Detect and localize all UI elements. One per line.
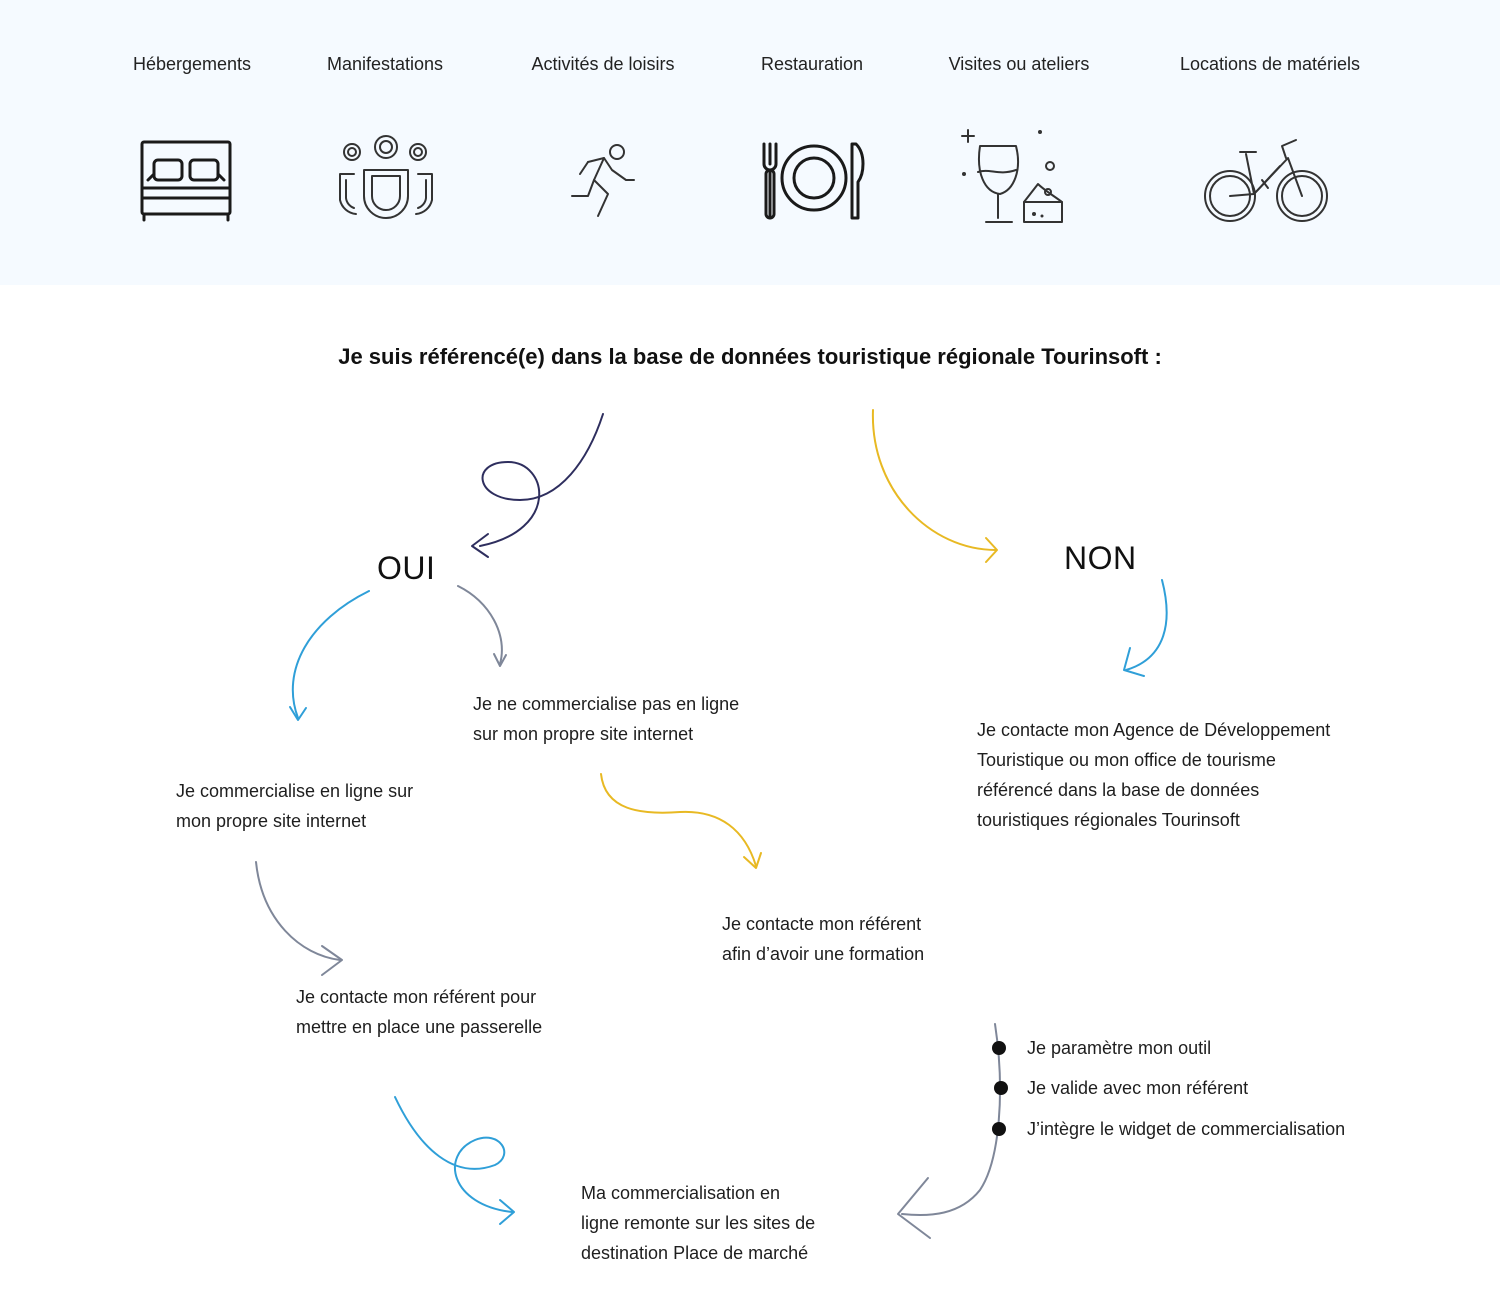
category-label-hebergements[interactable]: Hébergements	[132, 54, 252, 74]
wine-cheese-icon	[961, 129, 1063, 223]
headline: Je suis référencé(e) dans la base de don…	[338, 344, 1162, 369]
arrow-to-no	[871, 409, 997, 551]
step-integrate: J’intègre le widget de commercialisation	[1027, 1119, 1346, 1139]
cutlery-plate-icon	[762, 142, 865, 220]
step-bullet-3	[992, 1122, 1006, 1136]
step-validate: Je valide avec mon référent	[1027, 1078, 1249, 1098]
yes-label: OUI	[377, 550, 436, 586]
arrow-steps-to-result	[901, 1023, 1001, 1217]
category-label-activites[interactable]: Activités de loisirs	[531, 54, 675, 74]
arrow-to-yes	[479, 413, 604, 547]
runner-icon	[571, 144, 635, 217]
crowd-icon	[339, 135, 433, 219]
categories-band	[0, 0, 1500, 285]
arrow-to-not-sell-online	[457, 585, 503, 665]
arrow-to-agency	[1125, 579, 1168, 671]
result-text: Ma commercialisation en ligne remonte su…	[581, 1183, 816, 1263]
bicycle-icon	[1204, 139, 1328, 222]
arrow-to-sell-online	[291, 590, 370, 719]
category-label-restauration[interactable]: Restauration	[760, 54, 864, 74]
contact-bridge-text: Je contacte mon référent pour mettre en …	[296, 987, 543, 1037]
step-bullet-2	[994, 1081, 1008, 1095]
sell-online-text: Je commercialise en ligne sur mon propre…	[176, 781, 414, 831]
bed-icon	[140, 140, 232, 222]
category-label-manifestations[interactable]: Manifestations	[326, 54, 444, 74]
category-label-locations[interactable]: Locations de matériels	[1179, 54, 1361, 74]
arrowhead-to-yes	[471, 533, 489, 558]
arrowhead-to-bridge	[321, 945, 343, 976]
arrow-to-bridge	[255, 861, 341, 961]
arrowhead-to-no	[985, 537, 998, 563]
category-label-visites[interactable]: Visites ou ateliers	[948, 54, 1090, 74]
contact-training-text: Je contacte mon référent afin d’avoir un…	[722, 914, 925, 964]
arrowhead-to-training	[743, 852, 762, 869]
arrowhead-steps-to-result	[897, 1177, 931, 1239]
step-configure: Je paramètre mon outil	[1027, 1038, 1212, 1058]
arrowhead-to-sell-online	[289, 706, 307, 721]
not-sell-online-text: Je ne commercialise pas en ligne sur mon…	[473, 694, 740, 744]
arrowhead-to-agency	[1123, 647, 1145, 677]
arrowhead-to-not-sell-online	[493, 653, 507, 667]
arrow-to-result	[394, 1096, 513, 1213]
arrow-to-training	[600, 773, 757, 867]
no-label: NON	[1064, 540, 1137, 576]
step-bullet-1	[992, 1041, 1006, 1055]
arrowhead-to-result	[499, 1199, 515, 1225]
contact-agency-text: Je contacte mon Agence de Développement …	[977, 720, 1331, 830]
